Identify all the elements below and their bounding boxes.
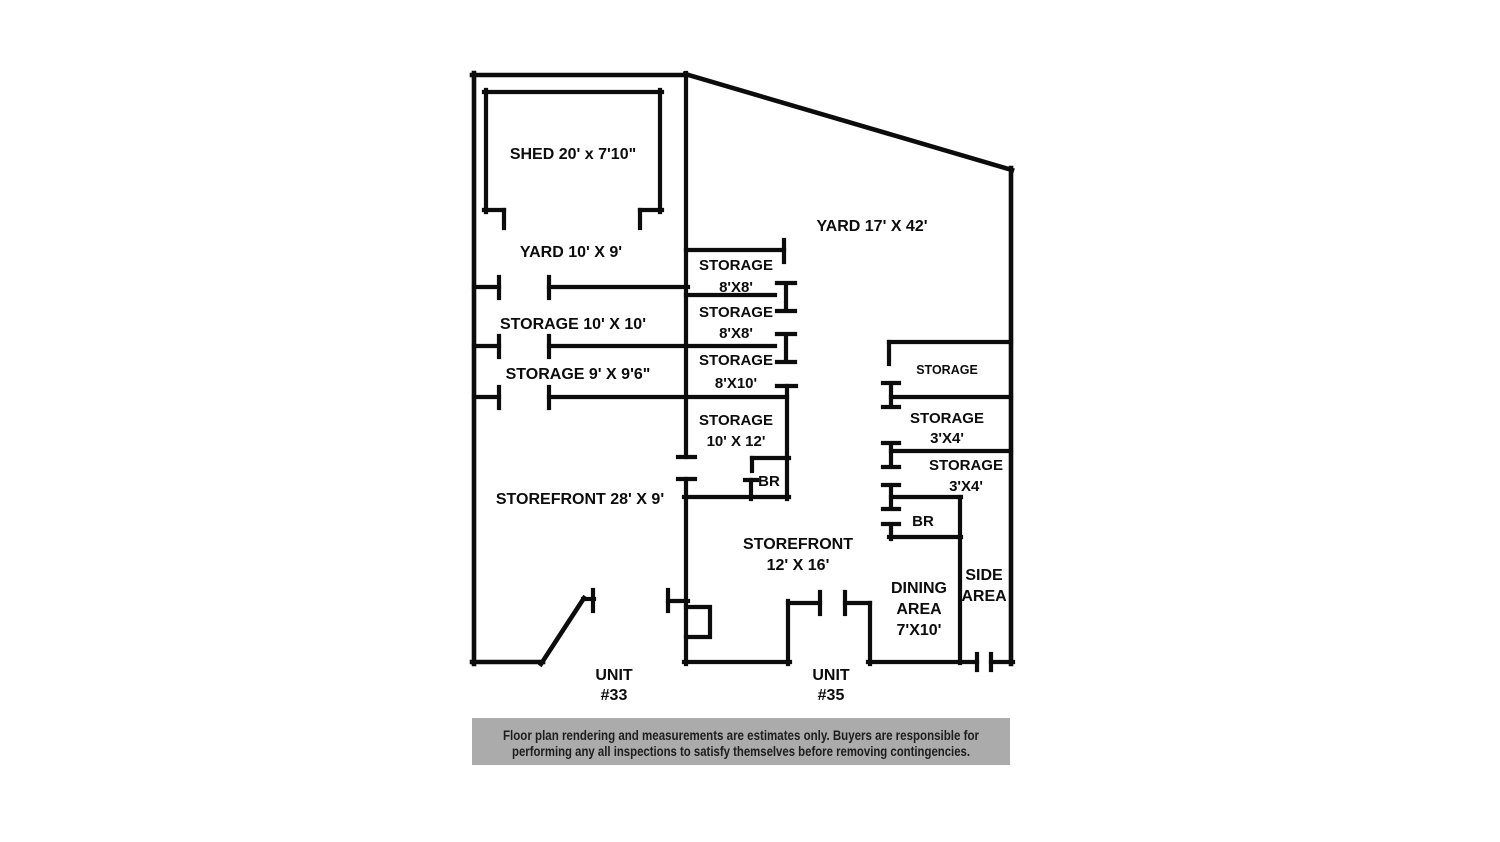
storage-8x10-label: STORAGE — [699, 352, 773, 369]
storage-3x4-b-size: 3'X4' — [949, 478, 983, 495]
storage-8x8-b-size: 8'X8' — [719, 325, 753, 342]
storage-right-label: STORAGE — [916, 363, 978, 377]
storage-8x8-b-label: STORAGE — [699, 304, 773, 321]
disclaimer-bar: Floor plan rendering and measurements ar… — [472, 718, 1010, 765]
storage-8x10-size: 8'X10' — [715, 375, 757, 392]
middle-br-walls — [742, 455, 792, 502]
unit-33-number: #33 — [601, 687, 628, 704]
yard-left-label: YARD 10' X 9' — [520, 244, 622, 261]
disclaimer-background — [472, 718, 1010, 765]
side-area-line2: AREA — [961, 588, 1007, 605]
br-middle-label: BR — [758, 473, 780, 490]
wall-column-box — [683, 604, 713, 640]
unit-35-number: #35 — [818, 687, 845, 704]
right-storage-walls — [880, 339, 1014, 666]
left-storage-walls — [471, 274, 798, 411]
storefront-12x16-size: 12' X 16' — [767, 557, 830, 574]
storage-10x12-label: STORAGE — [699, 412, 773, 429]
storage-10x10-label: STORAGE 10' X 10' — [500, 316, 646, 333]
unit33-entry-walls — [469, 587, 691, 668]
storage-8x8-a-size: 8'X8' — [719, 279, 753, 296]
disclaimer-line1: Floor plan rendering and measurements ar… — [503, 728, 980, 743]
storage-3x4-b-label: STORAGE — [929, 457, 1003, 474]
storage-3x4-a-size: 3'X4' — [930, 430, 964, 447]
storage-9x9-6-label: STORAGE 9' X 9'6" — [506, 366, 651, 383]
storage-8x8-a-label: STORAGE — [699, 257, 773, 274]
br-right-label: BR — [912, 513, 934, 530]
door-jamb — [880, 440, 902, 470]
door-jamb — [774, 331, 798, 365]
dining-area-line3: 7'X10' — [897, 622, 942, 639]
dining-area-line1: DINING — [891, 580, 947, 597]
storage-10x12-size: 10' X 12' — [707, 433, 766, 450]
side-area-line1: SIDE — [965, 567, 1003, 584]
storefront-28x9-label: STOREFRONT 28' X 9' — [496, 491, 664, 508]
disclaimer-line2: performing any all inspections to satisf… — [512, 744, 970, 759]
yard-right-label: YARD 17' X 42' — [816, 218, 927, 235]
middle-storage-walls — [681, 237, 799, 502]
unit-35-label: UNIT — [812, 667, 850, 684]
storefront-12x16-label: STOREFRONT — [743, 536, 853, 553]
center-spine-wall — [675, 70, 713, 667]
wall-segment — [537, 594, 588, 668]
room-labels: SHED 20' x 7'10" YARD 10' X 9' YARD 17' … — [496, 146, 1007, 704]
door-jamb — [774, 280, 798, 314]
shed-label: SHED 20' x 7'10" — [510, 146, 636, 163]
unit-33-label: UNIT — [595, 667, 633, 684]
shed-walls — [481, 87, 665, 231]
outer-walls — [469, 70, 1015, 667]
storage-3x4-a-label: STORAGE — [910, 410, 984, 427]
wall-segment — [682, 71, 1015, 173]
dining-area-line2: AREA — [896, 601, 942, 618]
